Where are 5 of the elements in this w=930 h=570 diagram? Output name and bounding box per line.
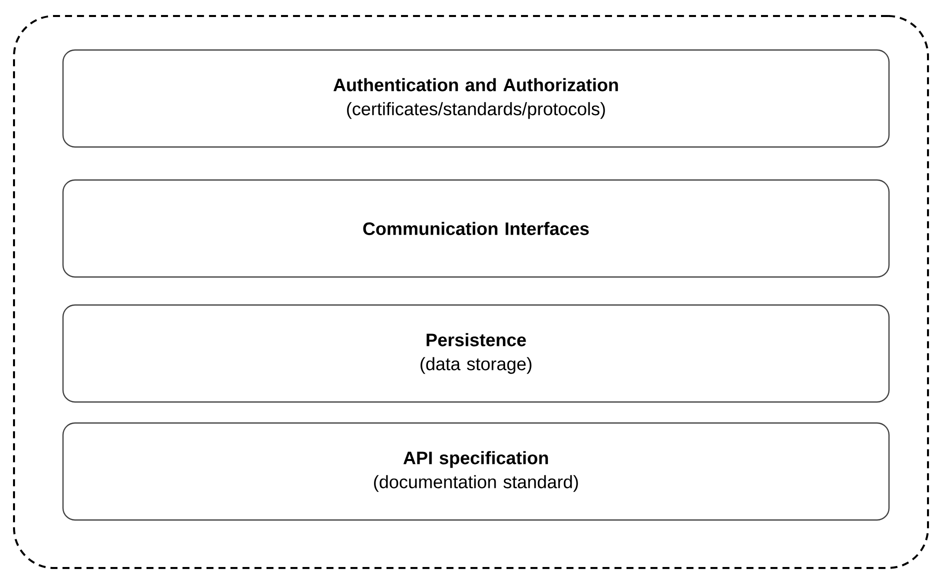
layer-box: API specification (documentation standard) [62,422,890,521]
layer-box: Persistence (data storage) [62,304,890,403]
dashed-frame [13,15,929,569]
layer-box: Authentication and Authorization (certificates/standards/protocols) [62,49,890,148]
layer-box: Communication Interfaces [62,179,890,278]
